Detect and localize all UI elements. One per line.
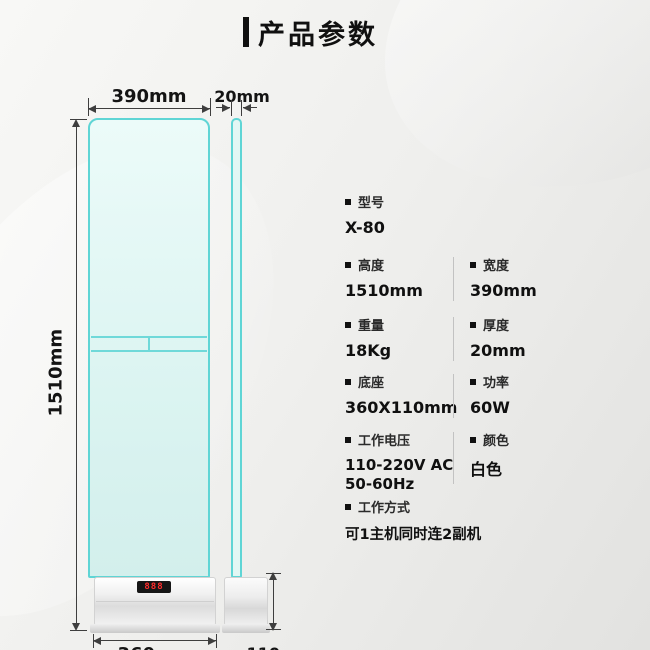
arrow-right-icon (202, 105, 210, 113)
spec-label-text: 功率 (483, 376, 510, 391)
dim-tick (216, 634, 217, 648)
spec-weight: 重量 18Kg (345, 315, 495, 360)
bullet-square-icon (470, 378, 476, 385)
spec-label: 工作方式 (345, 497, 565, 516)
spec-value: 可1主机同时连2副机 (345, 527, 482, 543)
column-divider (453, 432, 454, 484)
arrow-up-icon (269, 572, 277, 580)
page-title: 产品参数 (258, 20, 378, 51)
spec-label: 工作电压 (345, 430, 495, 449)
spec-value: 白色 (470, 460, 503, 479)
arrow-right-icon (208, 637, 216, 645)
spec-label-text: 底座 (358, 376, 385, 391)
spec-label: 厚度 (470, 315, 620, 334)
spec-label-text: 工作方式 (358, 501, 411, 516)
spec-label: 功率 (470, 372, 620, 391)
dim-line-base-width (94, 640, 216, 641)
spec-value: 1510mm (345, 281, 423, 300)
spec-working-mode: 工作方式 可1主机同时连2副机 (345, 497, 565, 544)
spec-model: 型号 X-80 (345, 192, 565, 237)
dim-tick (231, 100, 232, 116)
bullet-square-icon (345, 503, 351, 510)
spec-value: X-80 (345, 218, 385, 237)
arrow-down-icon (72, 623, 80, 631)
bullet-square-icon (345, 436, 351, 443)
front-base-foot (90, 624, 220, 633)
bullet-square-icon (470, 261, 476, 268)
title-accent-bar (243, 17, 249, 47)
dim-label-height: 1510mm (45, 328, 67, 417)
spec-label-text: 颜色 (483, 434, 510, 449)
spec-color: 颜色 白色 (470, 430, 620, 480)
column-divider (453, 317, 454, 361)
spec-value: 20mm (470, 341, 526, 360)
dim-line-top-width (89, 108, 210, 109)
bullet-square-icon (345, 321, 351, 328)
spec-value: 110-220V AC 50-60Hz (345, 456, 454, 493)
spec-label-text: 厚度 (483, 319, 510, 334)
spec-base: 底座 360X110mm (345, 372, 495, 417)
column-divider (453, 374, 454, 418)
spec-label: 宽度 (470, 255, 620, 274)
spec-value: 60W (470, 398, 510, 417)
column-divider (453, 257, 454, 301)
spec-label: 重量 (345, 315, 495, 334)
dim-label-base-depth: 110mm (244, 644, 316, 650)
arrow-left-icon (243, 104, 251, 112)
spec-label-text: 高度 (358, 259, 385, 274)
antenna-side-panel (231, 118, 242, 578)
bullet-square-icon (470, 321, 476, 328)
spec-width: 宽度 390mm (470, 255, 620, 300)
bullet-square-icon (345, 378, 351, 385)
arrow-left-icon (93, 637, 101, 645)
spec-label: 高度 (345, 255, 495, 274)
bullet-square-icon (345, 261, 351, 268)
led-display: 888 (137, 581, 171, 593)
spec-label-text: 型号 (358, 196, 385, 211)
spec-label: 颜色 (470, 430, 620, 449)
dim-label-base-width: 360mm (105, 644, 205, 650)
arrow-down-icon (269, 623, 277, 631)
spec-voltage: 工作电压 110-220V AC 50-60Hz (345, 430, 495, 494)
spec-label-text: 宽度 (483, 259, 510, 274)
spec-power: 功率 60W (470, 372, 620, 417)
spec-thickness: 厚度 20mm (470, 315, 620, 360)
bullet-square-icon (470, 436, 476, 443)
dim-line-height (76, 122, 77, 628)
dim-line-base-depth (273, 574, 274, 630)
front-base-seam (96, 601, 214, 602)
spec-value: 360X110mm (345, 398, 458, 417)
dim-tick (210, 98, 211, 116)
crossbar-center-line (148, 336, 150, 352)
spec-label: 型号 (345, 192, 565, 211)
spec-label: 底座 (345, 372, 495, 391)
bullet-square-icon (345, 198, 351, 205)
spec-height: 高度 1510mm (345, 255, 495, 300)
spec-value: 18Kg (345, 341, 392, 360)
spec-value: 390mm (470, 281, 537, 300)
arrow-up-icon (72, 119, 80, 127)
dim-label-top-depth: 20mm (214, 87, 270, 106)
arrow-right-icon (222, 104, 230, 112)
side-base (224, 577, 268, 626)
spec-label-text: 重量 (358, 319, 385, 334)
dim-label-top-width: 390mm (111, 86, 187, 107)
side-base-foot (222, 624, 270, 633)
arrow-left-icon (88, 105, 96, 113)
dim-tick (241, 100, 242, 116)
spec-label-text: 工作电压 (358, 434, 411, 449)
